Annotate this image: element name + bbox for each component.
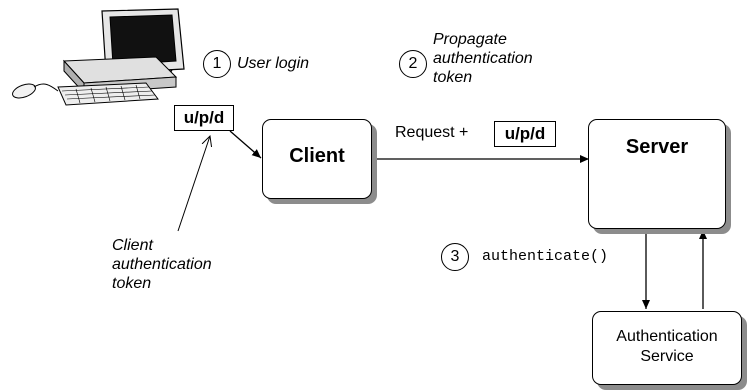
caption-line-1: Client (112, 237, 153, 254)
caption-line-2: authentication (112, 256, 212, 273)
caption-pointer-arrow (177, 136, 210, 232)
client-node-label: Client (289, 145, 345, 167)
step-3-call: authenticate() (482, 248, 609, 265)
client-token-badge: u/p/d (174, 105, 234, 131)
request-label: Request + (395, 124, 469, 141)
auth-service-label-line-1: Authentication (616, 328, 718, 345)
step-2-label-line-1: Propagate (433, 31, 507, 48)
auth-service-node: Authentication Service (592, 311, 742, 385)
request-token-badge: u/p/d (494, 121, 556, 147)
step-2-label-line-3: token (433, 69, 473, 86)
step-2-number: 2 (399, 50, 427, 78)
computer-icon (12, 8, 185, 106)
step-1-number: 1 (203, 50, 231, 78)
server-node-label: Server (625, 136, 689, 158)
step-3-number: 3 (441, 243, 469, 271)
client-token-caption: Client authentication token (112, 236, 212, 293)
caption-line-3: token (112, 275, 152, 292)
step-1-label: User login (237, 55, 310, 72)
step-2-label: Propagate authentication token (433, 30, 533, 87)
token-to-client-arrow (229, 130, 262, 159)
auth-service-label-line-2: Service (640, 348, 694, 365)
auth-service-label: Authentication Service (593, 327, 741, 367)
step-2-label-line-2: authentication (433, 50, 533, 67)
client-node: Client (262, 119, 372, 199)
server-node: Server (588, 119, 726, 229)
